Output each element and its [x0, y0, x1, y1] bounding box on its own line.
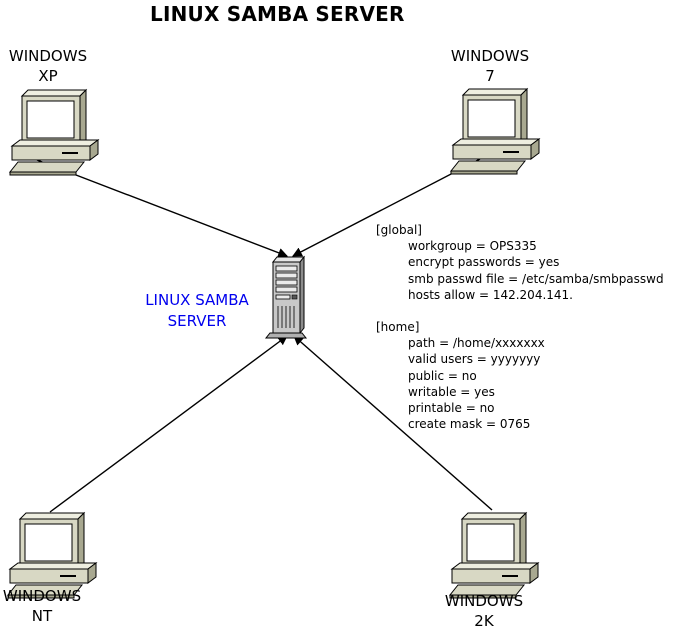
diagram-title: LINUX SAMBA SERVER: [150, 2, 405, 26]
desktop-computer-icon: [450, 88, 540, 175]
connection-2k-to-server: [293, 335, 493, 511]
config-home-header: [home]: [376, 320, 420, 335]
client-label-windows-2k: WINDOWS 2K: [444, 592, 524, 630]
config-line: writable = yes: [408, 384, 495, 399]
client-label-windows-xp: WINDOWS XP: [8, 47, 88, 85]
config-global-header: [global]: [376, 223, 422, 237]
config-line: encrypt passwords = yes: [408, 255, 560, 270]
connection-nt-to-server: [49, 335, 288, 513]
server-label: LINUX SAMBA SERVER: [145, 291, 249, 330]
samba-config-block: [global] workgroup = OPS335 encrypt pass…: [376, 222, 664, 432]
config-line: printable = no: [408, 401, 495, 416]
config-line: valid users = yyyyyyy: [408, 352, 541, 367]
config-line: public = no: [408, 368, 477, 383]
config-line: create mask = 0765: [408, 417, 531, 432]
config-line: smb passwd file = /etc/samba/smbpasswd: [408, 271, 664, 286]
connection-7-to-server: [292, 158, 481, 257]
client-label-windows-7: WINDOWS 7: [450, 47, 530, 85]
desktop-computer-icon: [9, 89, 99, 176]
config-line: workgroup = OPS335: [408, 239, 537, 254]
client-label-windows-nt: WINDOWS NT: [2, 587, 82, 625]
config-line: hosts allow = 142.204.141.: [408, 287, 573, 302]
config-line: path = /home/xxxxxxx: [408, 336, 545, 351]
desktop-computer-icon: [449, 512, 539, 599]
tower-server-icon: [264, 255, 308, 339]
connection-xp-to-server: [36, 159, 288, 258]
